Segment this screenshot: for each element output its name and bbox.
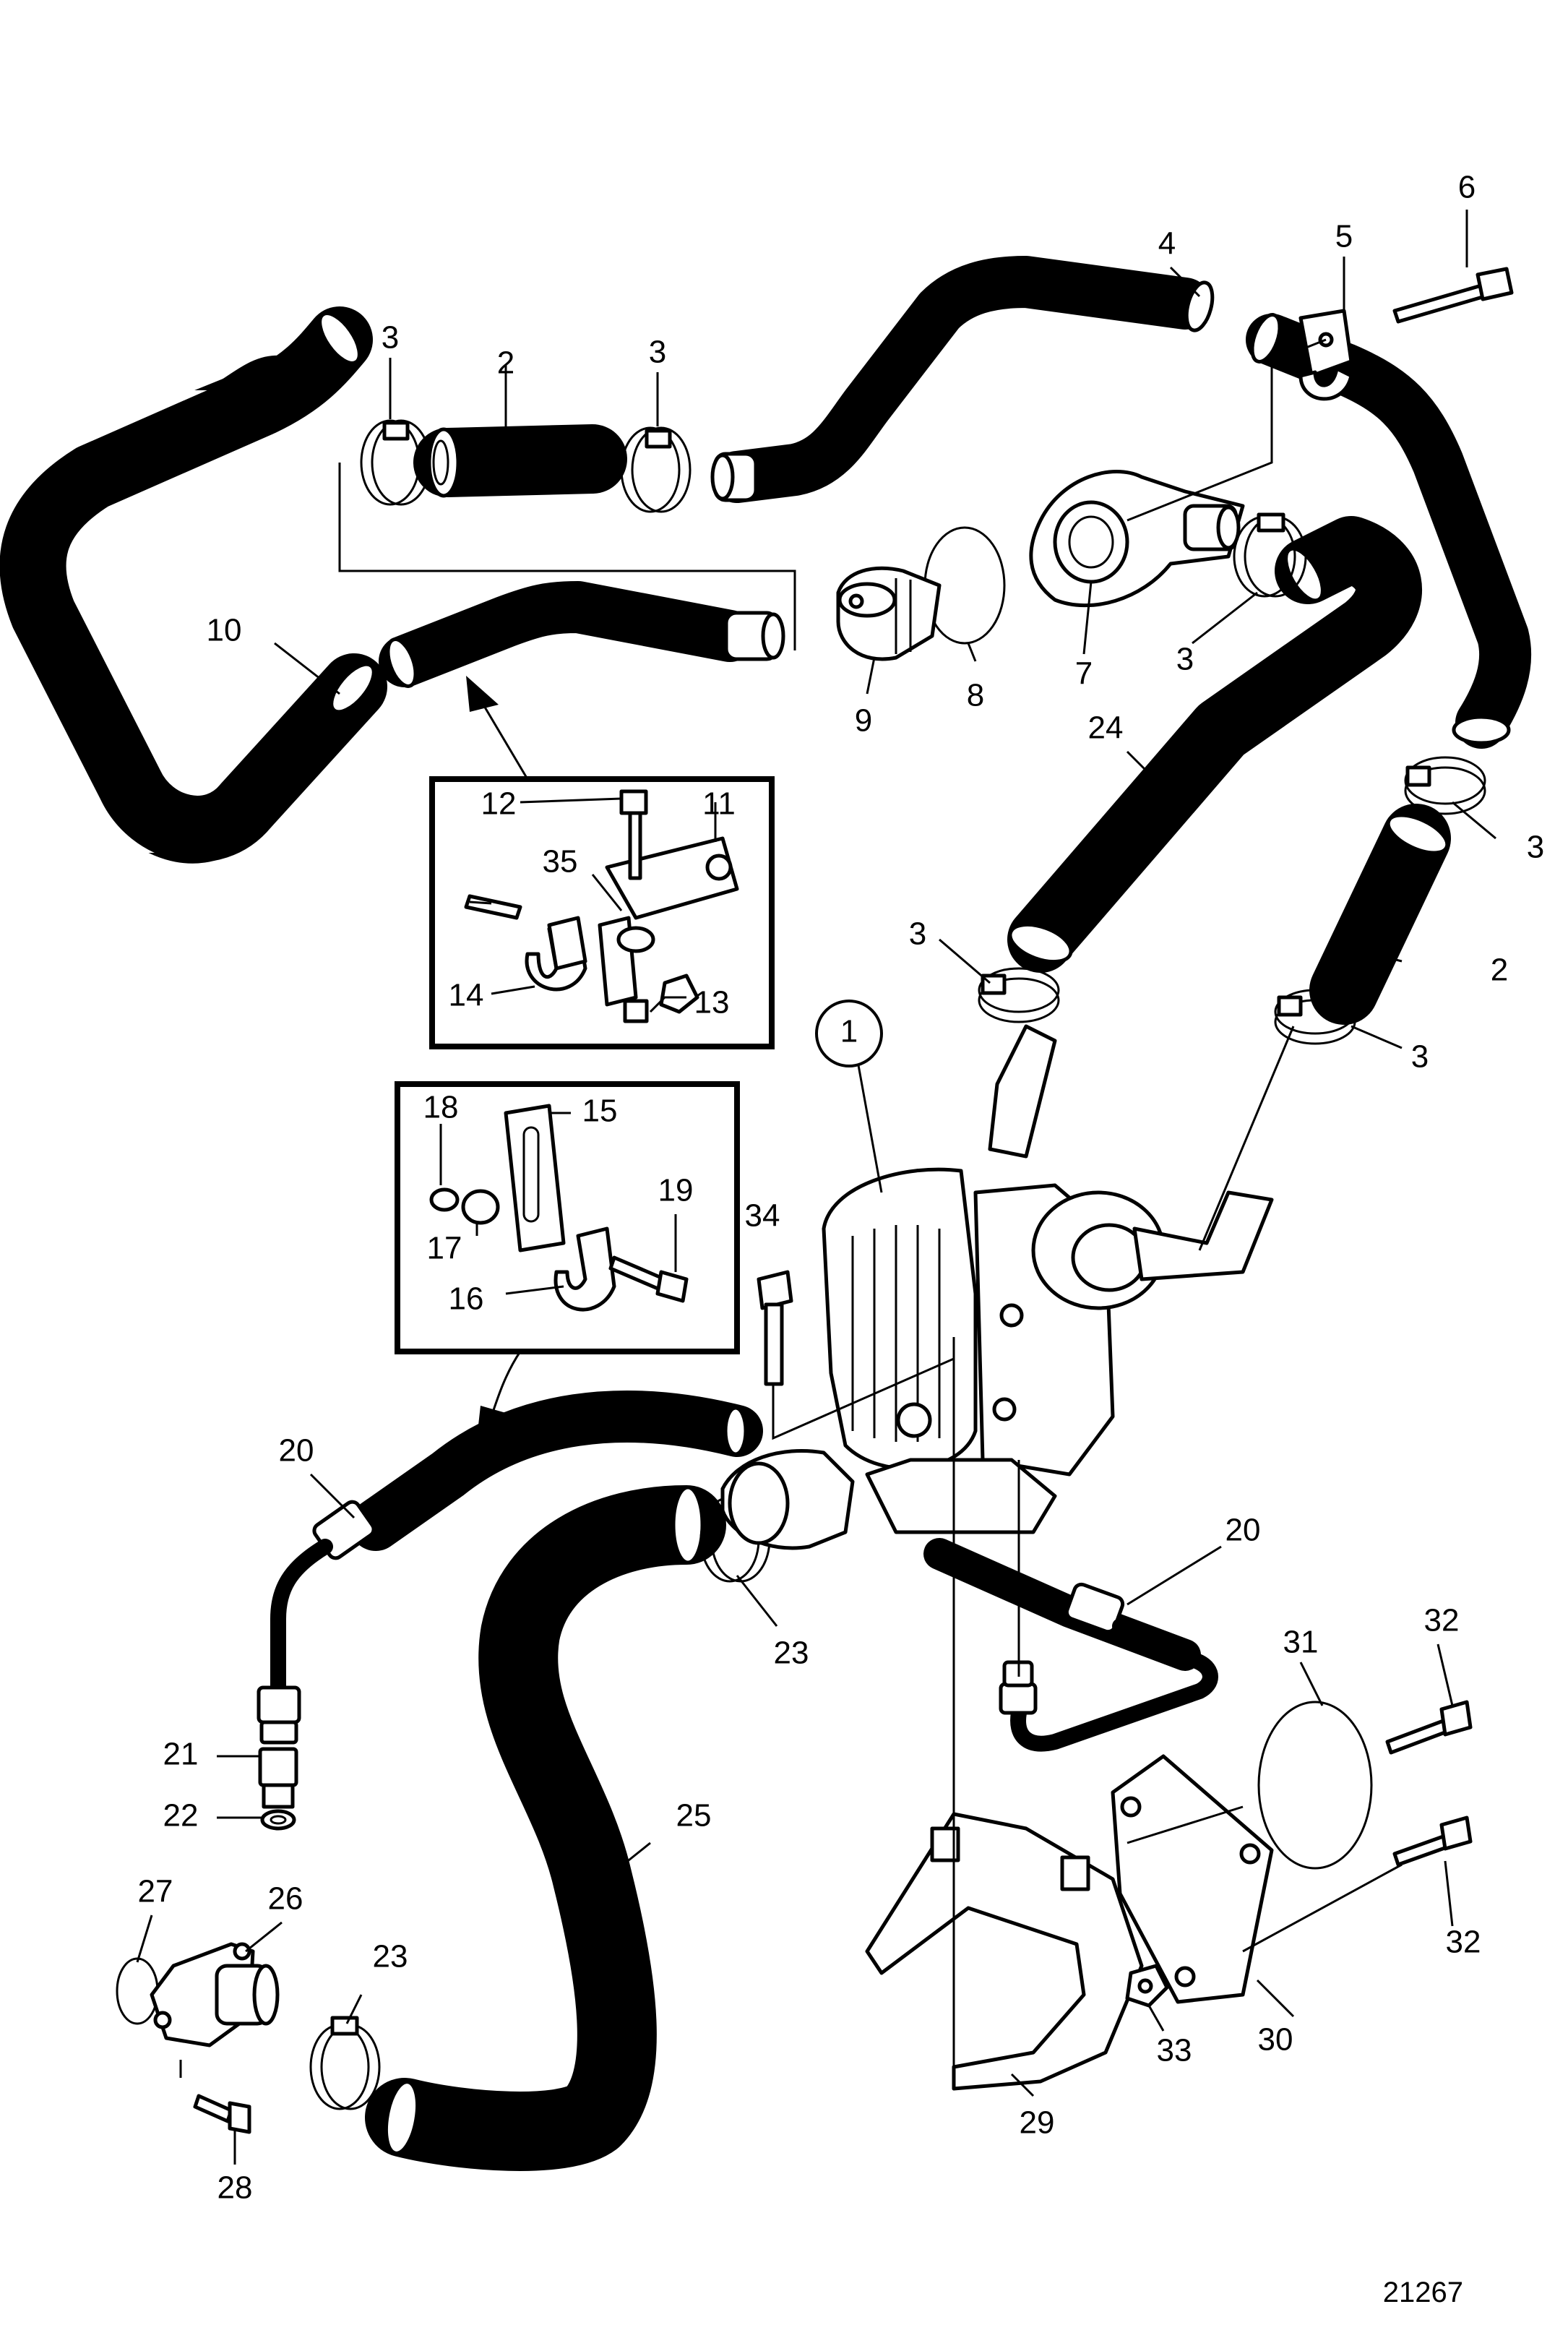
- callout-1-circle: [815, 1000, 883, 1067]
- callout-17: 17: [427, 1231, 462, 1266]
- washer-22: [260, 1809, 296, 1831]
- bolt-28: [193, 2094, 251, 2134]
- hose-clamp-23b: [309, 2016, 381, 2110]
- o-ring-31: [1257, 1701, 1373, 1870]
- callout-3: 3: [1527, 830, 1544, 865]
- nut-33: [1125, 1964, 1169, 2008]
- callout-10: 10: [207, 613, 242, 648]
- fitting-21: [258, 1747, 298, 1809]
- callout-9: 9: [855, 703, 872, 739]
- hose-2-right: [1309, 804, 1451, 1025]
- callout-labels: 1 2 2 3 3 3 3 3 3 4 5 6 7 8 9 10 11 12 1…: [138, 170, 1545, 2206]
- detail-arrow-lower: [477, 1351, 522, 1438]
- hose-4: [710, 256, 1215, 503]
- callout-32: 32: [1424, 1603, 1460, 1638]
- callout-3: 3: [1411, 1039, 1429, 1075]
- callout-23: 23: [774, 1636, 809, 1671]
- callout-29: 29: [1020, 2105, 1055, 2141]
- callout-15: 15: [582, 1093, 618, 1129]
- hose-10-upper: [379, 581, 785, 688]
- thermostat-housing-7: [1029, 470, 1245, 608]
- callout-16: 16: [449, 1281, 484, 1317]
- callout-14: 14: [449, 978, 484, 1013]
- hose-20-left: [257, 1391, 763, 1745]
- hose-2-top: [413, 424, 627, 498]
- callout-22: 22: [163, 1798, 199, 1834]
- cap-9: [836, 566, 942, 661]
- callout-13: 13: [694, 985, 730, 1020]
- bolt-32a: [1385, 1700, 1473, 1755]
- callout-30: 30: [1258, 2022, 1293, 2058]
- pump-assembly-1: [720, 1024, 1274, 1550]
- callout-11: 11: [702, 786, 736, 822]
- bolt-32b: [1392, 1815, 1473, 1867]
- hose-10-drawn: [0, 306, 387, 862]
- hose-clamp-3c: [1233, 512, 1307, 598]
- callout-3: 3: [909, 916, 926, 952]
- callout-2: 2: [1491, 953, 1508, 988]
- hose-clamp-3a: [360, 419, 431, 506]
- leader-lines: [136, 210, 1496, 2165]
- callout-20: 20: [279, 1433, 314, 1469]
- callout-20: 20: [1225, 1513, 1261, 1548]
- callout-7: 7: [1075, 656, 1093, 692]
- callout-8: 8: [967, 678, 984, 713]
- callout-34: 34: [745, 1198, 780, 1234]
- detail-box-lower: [395, 1081, 740, 1354]
- hose-clamp-3d: [1404, 756, 1486, 815]
- callout-6: 6: [1458, 170, 1476, 205]
- bolt-6: [1392, 267, 1514, 324]
- callout-23: 23: [373, 1939, 408, 1974]
- hose-24: [1007, 516, 1422, 973]
- cover-30: [1111, 1754, 1274, 2004]
- callout-5: 5: [1335, 219, 1353, 254]
- o-ring-27: [116, 1957, 159, 2025]
- callout-35: 35: [543, 844, 578, 880]
- callout-25: 25: [676, 1798, 712, 1834]
- callout-32: 32: [1446, 1925, 1481, 1960]
- callout-4: 4: [1158, 226, 1176, 262]
- bracket-5: [1298, 309, 1353, 401]
- callout-3: 3: [1176, 642, 1194, 677]
- callout-26: 26: [268, 1881, 303, 1917]
- callout-21: 21: [163, 1737, 199, 1772]
- bracket-29: [865, 1812, 1144, 2091]
- bolt-34: [757, 1270, 793, 1386]
- connector-26: [150, 1942, 280, 2047]
- callout-28: 28: [217, 2170, 253, 2206]
- detail-arrow-upper: [466, 676, 529, 780]
- callout-19: 19: [658, 1173, 694, 1208]
- drawing-number: 21267: [1383, 2277, 1463, 2308]
- callout-3: 3: [649, 335, 666, 370]
- callout-24: 24: [1088, 710, 1124, 746]
- hose-clamp-3b: [620, 426, 692, 513]
- callout-33: 33: [1157, 2033, 1192, 2068]
- hose-clamp-3e: [978, 967, 1060, 1023]
- callout-27: 27: [138, 1874, 173, 1909]
- callout-3: 3: [382, 320, 399, 356]
- hose-20-right: [923, 1538, 1218, 1752]
- callout-1: 1: [840, 1014, 858, 1049]
- hose-clamp-3f: [1274, 989, 1356, 1045]
- callout-18: 18: [423, 1090, 459, 1125]
- hose-4-right: [1246, 313, 1532, 749]
- callout-31: 31: [1283, 1625, 1319, 1660]
- hose-25: [365, 1485, 726, 2171]
- callout-2: 2: [497, 345, 514, 381]
- callout-12: 12: [481, 786, 517, 822]
